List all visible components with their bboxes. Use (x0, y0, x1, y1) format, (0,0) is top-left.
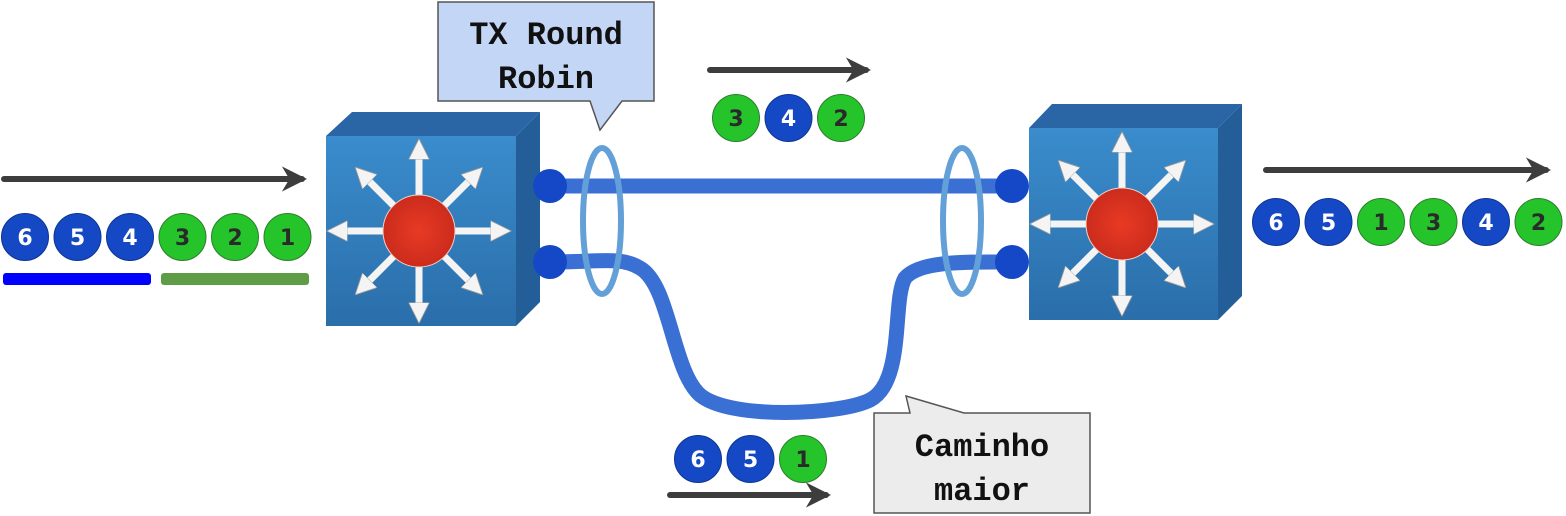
switch-a-side (516, 112, 540, 326)
packet-circle (1, 213, 49, 261)
packet-5: 5 (726, 435, 775, 483)
links (549, 178, 1013, 420)
packet-circle (53, 213, 102, 261)
packet-1: 1 (779, 435, 827, 483)
switch-core-icon (1085, 187, 1159, 261)
port-b2[interactable] (995, 245, 1029, 279)
packet-circle (712, 94, 760, 142)
packet-3: 3 (1409, 198, 1458, 246)
packet-circle (106, 213, 154, 261)
callout-text: Caminho (915, 429, 1049, 466)
switch-b-side (1218, 104, 1242, 320)
packet-number: 5 (70, 226, 85, 251)
packet-4: 4 (106, 213, 154, 261)
short-path-packets: 3 4 2 (712, 94, 865, 142)
packet-circle (1462, 198, 1510, 246)
packet-5: 5 (53, 213, 102, 261)
packet-number: 2 (1531, 211, 1546, 236)
egress-packets: 6 5 1 3 4 2 (1252, 198, 1563, 246)
callout-text: TX Round (469, 17, 623, 54)
packet-number: 6 (1268, 211, 1283, 236)
packet-number: 3 (728, 107, 743, 132)
packet-3: 3 (158, 213, 207, 261)
packet-circle (674, 435, 722, 483)
packet-circle (726, 435, 775, 483)
callout-text: maior (934, 473, 1030, 510)
packet-circle (1409, 198, 1458, 246)
packet-5: 5 (1304, 198, 1353, 246)
packet-number: 2 (227, 226, 242, 251)
packet-number: 1 (795, 448, 810, 473)
port-a2[interactable] (533, 245, 567, 279)
packet-number: 3 (1426, 211, 1441, 236)
green-flow-bar (161, 273, 309, 285)
packet-number: 6 (690, 448, 705, 473)
callout-text: Robin (498, 61, 594, 98)
packet-number: 5 (1321, 211, 1336, 236)
switch-a-top (326, 112, 540, 136)
packet-6: 6 (674, 435, 722, 483)
packet-number: 2 (833, 107, 848, 132)
packet-circle (779, 435, 827, 483)
long-path-packets: 6 5 1 (674, 435, 827, 483)
packet-number: 4 (122, 226, 137, 251)
packet-number: 5 (743, 448, 758, 473)
lag-ring-left (580, 145, 624, 297)
packet-circle (263, 213, 312, 261)
flow-arrows (1, 57, 1552, 508)
packet-number: 6 (17, 226, 32, 251)
packet-number: 3 (175, 226, 190, 251)
packet-4: 4 (1462, 198, 1510, 246)
packet-circle (1304, 198, 1353, 246)
switch-b-top (1029, 104, 1242, 128)
packet-1: 1 (1357, 198, 1405, 246)
packet-circle (1252, 198, 1300, 246)
packet-2: 2 (817, 94, 865, 142)
switch-b[interactable] (1029, 104, 1242, 320)
packet-circle (764, 94, 813, 142)
packet-2: 2 (1514, 198, 1563, 246)
ingress-packets: 6 5 4 3 2 1 (1, 213, 312, 261)
switch-core-icon (382, 194, 456, 268)
port-b1[interactable] (995, 169, 1029, 203)
packet-6: 6 (1252, 198, 1300, 246)
blue-flow-bar (3, 273, 151, 285)
packet-circle (158, 213, 207, 261)
packet-2: 2 (211, 213, 259, 261)
packet-number: 1 (280, 226, 295, 251)
packet-circle (1357, 198, 1405, 246)
packet-number: 1 (1373, 211, 1388, 236)
packet-3: 3 (712, 94, 760, 142)
switch-a[interactable] (326, 112, 540, 326)
packet-1: 1 (263, 213, 312, 261)
packet-circle (211, 213, 259, 261)
long-path-link (549, 253, 1013, 420)
packet-4: 4 (764, 94, 813, 142)
packet-6: 6 (1, 213, 49, 261)
tx-round-robin-callout: TX Round Robin (437, 1, 655, 132)
long-path-callout: Caminho maior (873, 394, 1091, 514)
lag-ring-right (940, 145, 984, 297)
packet-circle (1514, 198, 1563, 246)
packet-circle (817, 94, 865, 142)
packet-number: 4 (781, 107, 796, 132)
packet-number: 4 (1478, 211, 1493, 236)
port-a1[interactable] (533, 169, 567, 203)
